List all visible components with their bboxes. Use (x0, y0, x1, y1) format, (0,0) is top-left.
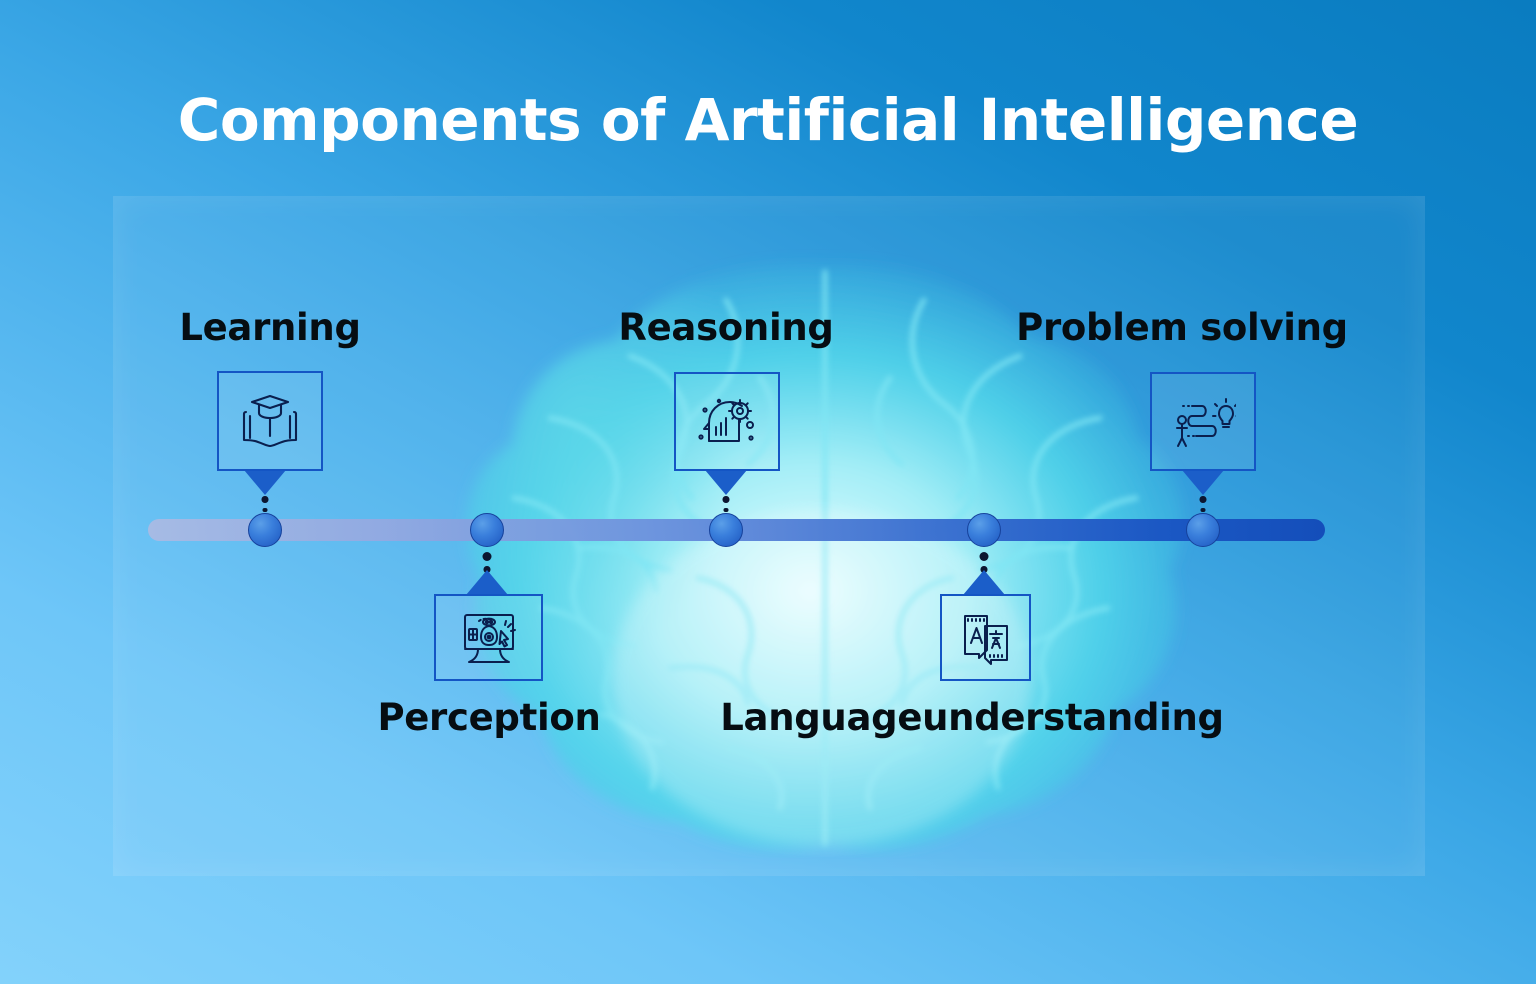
card-pointer-problemsolving (1182, 470, 1224, 495)
timeline-node-language[interactable] (967, 513, 1001, 547)
book-graduation-cap-icon (239, 392, 301, 450)
component-label-learning: Learning (179, 306, 361, 349)
icon-card-learning[interactable] (217, 371, 323, 471)
monitor-vision-icon (456, 609, 522, 667)
head-gear-chart-icon (695, 393, 759, 451)
timeline-node-perception[interactable] (470, 513, 504, 547)
icon-card-language[interactable] (940, 594, 1031, 681)
component-label-perception: Perception (377, 696, 601, 739)
page-title: Components of Artificial Intelligence (177, 86, 1359, 154)
icon-card-reasoning[interactable] (674, 372, 780, 471)
card-pointer-learning (244, 470, 286, 495)
card-pointer-language (963, 570, 1005, 595)
icon-card-perception[interactable] (434, 594, 543, 681)
translation-cards-icon (957, 610, 1015, 666)
card-pointer-perception (466, 570, 508, 595)
icon-card-problemsolving[interactable] (1150, 372, 1256, 471)
timeline-node-problemsolving[interactable] (1186, 513, 1220, 547)
path-lightbulb-person-icon (1170, 394, 1236, 450)
card-pointer-reasoning (705, 470, 747, 495)
component-label-problemsolving: Problem solving (1016, 306, 1348, 349)
component-label-language: Languageunderstanding (720, 696, 1224, 739)
timeline-node-learning[interactable] (248, 513, 282, 547)
timeline-node-reasoning[interactable] (709, 513, 743, 547)
component-label-reasoning: Reasoning (618, 306, 834, 349)
